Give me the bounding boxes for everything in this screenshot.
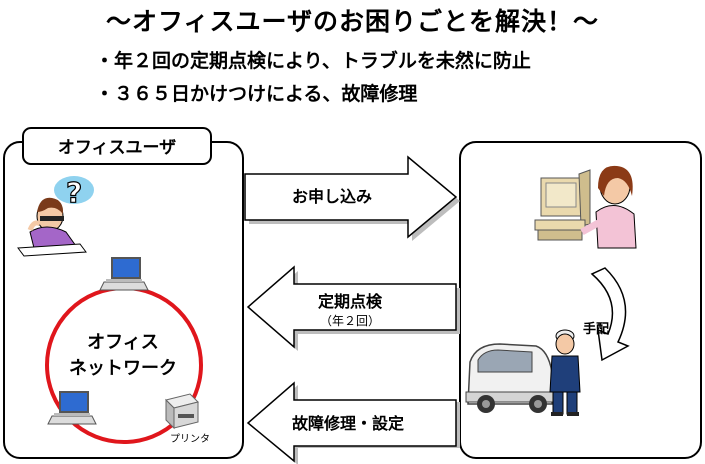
page-title: ～オフィスユーザのお困りごとを解決！～ bbox=[105, 7, 599, 36]
laptop-icon bbox=[99, 257, 149, 291]
laptop-icon bbox=[47, 391, 97, 425]
dispatch-arrow bbox=[590, 267, 630, 362]
office-user-label: オフィスユーザ bbox=[22, 127, 212, 165]
bullet-repair: ・３６５日かけつけによる、故障修理 bbox=[95, 83, 418, 105]
technician-icon bbox=[549, 329, 581, 416]
inspection-frequency-label: （年２回） bbox=[320, 314, 381, 328]
printer-icon bbox=[165, 393, 199, 430]
question-mark-icon: ? bbox=[54, 175, 94, 210]
bullet-inspection: ・年２回の定期点検により、トラブルを未然に防止 bbox=[95, 50, 531, 72]
office-user-panel bbox=[3, 141, 244, 459]
worried-person-icon bbox=[17, 197, 87, 257]
office-network-line1: オフィス bbox=[87, 332, 159, 353]
repair-arrow bbox=[246, 381, 460, 464]
apply-arrow-label: お申し込み bbox=[292, 187, 373, 206]
dispatch-label: 手配 bbox=[583, 322, 610, 337]
printer-label: プリンタ bbox=[170, 434, 210, 445]
office-network-line2: ネットワーク bbox=[69, 358, 177, 379]
inspection-label: 定期点検 bbox=[318, 292, 383, 311]
service-van-icon bbox=[465, 343, 555, 413]
svg-text:?: ? bbox=[66, 176, 82, 209]
inspection-arrow bbox=[246, 265, 460, 351]
inspection-arrow-label: 定期点検 （年２回） bbox=[318, 288, 382, 329]
repair-arrow-label: 故障修理・設定 bbox=[292, 414, 405, 433]
apply-arrow bbox=[244, 155, 460, 241]
office-network-label: オフィス ネットワーク bbox=[60, 330, 186, 382]
operator-at-computer-icon bbox=[534, 165, 637, 249]
